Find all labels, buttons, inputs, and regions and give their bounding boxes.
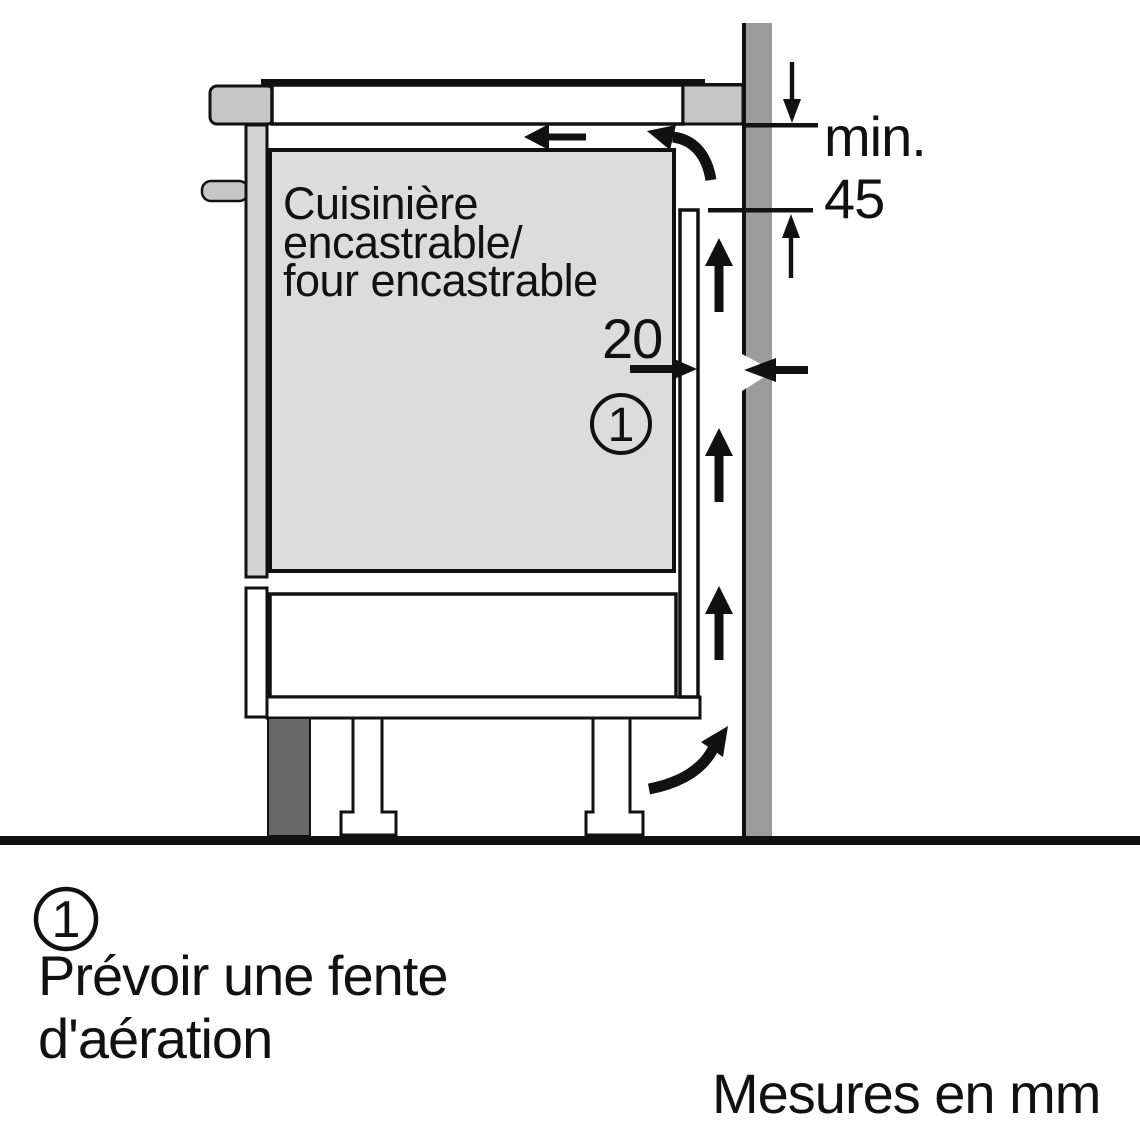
callout-1-circle (590, 393, 652, 455)
oven-door-handle (200, 179, 250, 203)
cabinet-leg-left (339, 716, 398, 837)
appliance-cabinet (200, 123, 702, 837)
cabinet-bottom-panel (265, 695, 702, 720)
cooktop-right-trim (681, 83, 745, 126)
dimension-marks (630, 62, 818, 391)
airflow-arrow-up-icon (705, 428, 733, 502)
airflow-curve-bottom-head-icon (701, 726, 728, 757)
airflow-arrows (524, 124, 733, 795)
airflow-curve-top-icon (671, 131, 717, 182)
floor-line (0, 836, 1140, 845)
airflow-arrow-left-icon (524, 124, 586, 150)
dim-line-top (746, 123, 818, 128)
dim-arrow-up-icon (782, 214, 800, 278)
dim-arrow-down-icon (783, 62, 801, 123)
storage-drawer (268, 592, 678, 699)
appliance-label-line3: four encastrable (283, 255, 598, 306)
dim-line-bottom (708, 208, 813, 213)
rear-vent-panel (678, 208, 700, 699)
label-min-value: 45 (824, 167, 884, 230)
appliance-body (268, 148, 676, 573)
cooktop-body (270, 83, 685, 126)
callout-1: 1 (590, 393, 652, 455)
legend-text-line1: Prévoir une fente (38, 944, 447, 1007)
label-min: min. (824, 105, 926, 168)
wall-arrow-left-icon (744, 358, 808, 382)
wall (742, 23, 772, 836)
cooktop (208, 79, 745, 126)
cabinet-leg-right (584, 716, 645, 837)
airflow-curve-bottom-icon (647, 746, 718, 795)
appliance-label-line1: Cuisinière (283, 178, 478, 229)
plinth-block (267, 717, 311, 837)
wall-body (743, 23, 772, 836)
drawer-front (244, 586, 269, 719)
appliance-label-line2: encastrable/ (283, 217, 523, 268)
gap-arrow-right-icon (630, 358, 697, 380)
cooktop-glass (261, 79, 705, 85)
callout-1-number: 1 (608, 399, 635, 452)
wall-edge (742, 23, 746, 836)
legend-marker-number: 1 (52, 891, 81, 949)
units-note: Mesures en mm (712, 1062, 1100, 1125)
appliance-label: Cuisinière encastrable/ four encastrable (283, 178, 598, 306)
legend-text-line2: d'aération (38, 1007, 272, 1070)
legend: 1 Prévoir une fente d'aération (33, 886, 448, 1070)
airflow-curve-top-head-icon (647, 125, 676, 150)
label-gap-value: 20 (602, 307, 662, 370)
oven-door (244, 123, 269, 579)
airflow-arrow-up-icon (705, 238, 733, 312)
airflow-arrow-up-icon (705, 586, 733, 660)
cooktop-left-trim (208, 84, 276, 126)
legend-marker-circle (33, 886, 99, 952)
